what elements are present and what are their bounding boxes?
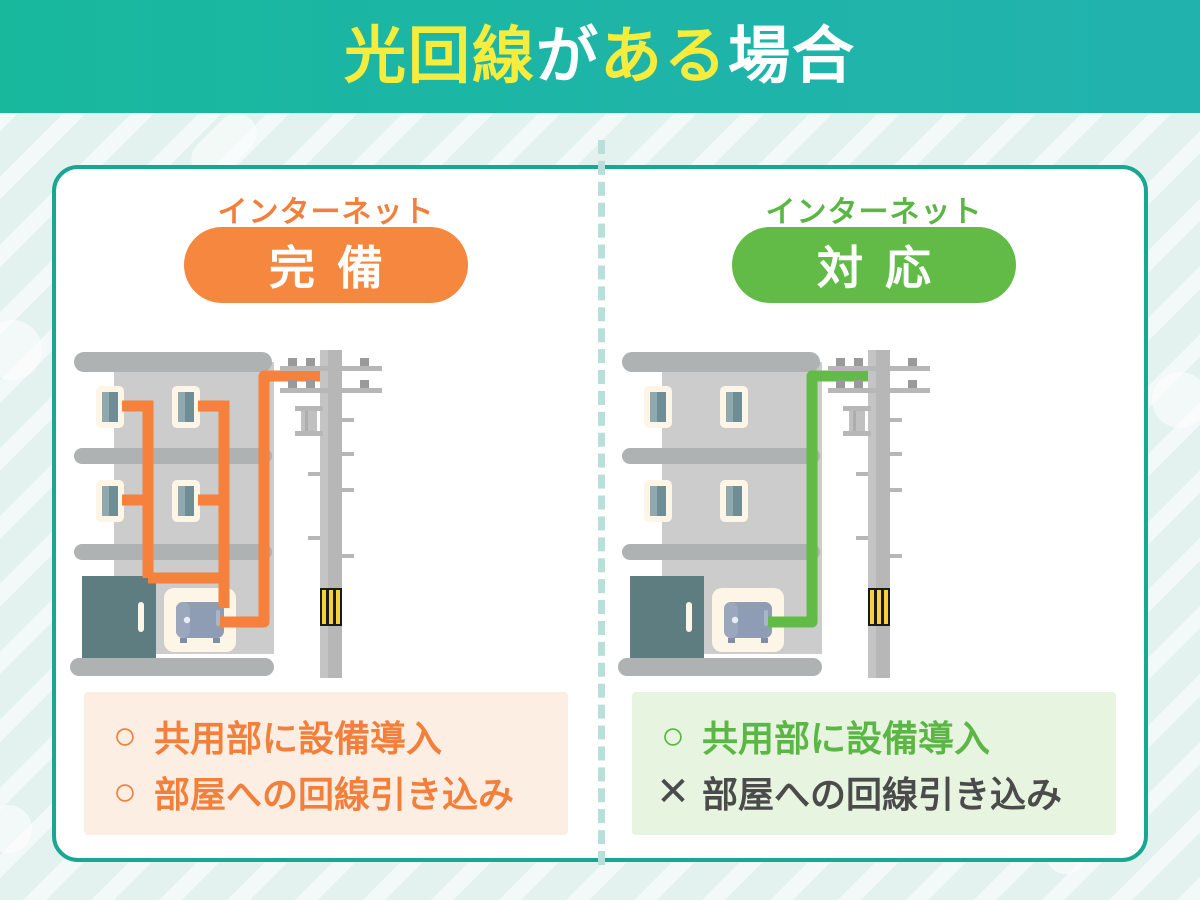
pole-insulator <box>288 358 297 366</box>
caption-box-right: ○ 共用部に設備導入 ✕ 部屋への回線引き込み <box>632 692 1116 835</box>
pole-crossarm <box>280 388 382 393</box>
pole-insulator <box>908 358 917 366</box>
building-door <box>82 576 156 658</box>
panel-right-label: インターネット <box>765 196 983 229</box>
pole-insulator <box>360 358 369 366</box>
fiber-cable-to-rooms <box>122 400 230 608</box>
caption-row: ○ 共用部に設備導入 <box>102 708 568 764</box>
caption-box-left: ○ 共用部に設備導入 ○ 部屋への回線引き込み <box>84 692 568 835</box>
pole-transformer <box>295 406 323 436</box>
pole-step <box>890 452 902 456</box>
pole-step <box>890 554 902 558</box>
pole-step <box>890 418 902 422</box>
caption-text: 共用部に設備導入 <box>702 718 991 759</box>
pole-step <box>308 472 320 476</box>
pole-crossarm <box>828 388 930 393</box>
window <box>720 480 748 522</box>
panel-left-label: インターネット <box>217 196 435 229</box>
cross-mark-icon: ✕ <box>656 770 690 814</box>
pole-step <box>308 536 320 540</box>
pole-step <box>342 488 354 492</box>
window <box>720 386 748 428</box>
building-floor-band <box>74 544 272 560</box>
utility-pole <box>280 350 382 678</box>
building-floor-band <box>74 448 272 464</box>
fiber-drop-cable <box>768 370 890 628</box>
onu-device <box>176 602 224 643</box>
page-title-part: ある <box>600 21 729 91</box>
pole-step <box>856 536 868 540</box>
fiber-drop-cable <box>220 370 342 628</box>
building-floor-band <box>622 544 820 560</box>
page-title-part: 場合 <box>728 21 857 91</box>
pole-insulator <box>836 358 845 366</box>
circle-mark-icon: ○ <box>112 770 138 814</box>
caption-row: ✕ 部屋への回線引き込み <box>650 764 1116 820</box>
pole-crossarm <box>828 366 930 371</box>
window <box>172 480 200 522</box>
window <box>644 386 672 428</box>
window <box>172 386 200 428</box>
background-circle-decoration <box>1152 372 1200 428</box>
door-handle <box>686 602 692 632</box>
building-roof <box>622 352 820 372</box>
building-roof <box>74 352 272 372</box>
onu-device <box>724 602 772 643</box>
panel-internet-kanbi: インターネット 完備 <box>52 165 600 862</box>
door-handle <box>138 602 144 632</box>
pole-insulator <box>288 380 297 388</box>
pole-warning-band <box>868 588 890 626</box>
pole-transformer <box>843 406 871 436</box>
comparison-panels: インターネット 完備 <box>52 165 1148 862</box>
pole-warning-band <box>320 588 342 626</box>
caption-row: ○ 共用部に設備導入 <box>650 708 1116 764</box>
panel-right-badge: 対応 <box>732 227 1016 303</box>
illustration-building-with-room-cables <box>52 340 600 680</box>
page-title-part: が <box>535 21 600 91</box>
pole-insulator <box>854 358 863 366</box>
pole-insulator <box>908 380 917 388</box>
utility-pole <box>828 350 930 678</box>
page-title: 光回線がある場合 <box>344 25 856 88</box>
pole-insulator <box>306 380 315 388</box>
caption-text: 部屋への回線引き込み <box>154 774 515 815</box>
pole-step <box>856 472 868 476</box>
building-base <box>70 658 274 676</box>
pole-insulator <box>360 380 369 388</box>
panel-divider <box>598 140 605 865</box>
pole-insulator <box>836 380 845 388</box>
page-header: 光回線がある場合 <box>0 0 1200 113</box>
window <box>96 386 124 428</box>
building-door <box>630 576 704 658</box>
illustration-building-without-room-cables <box>600 340 1148 680</box>
window <box>96 480 124 522</box>
pole-step <box>342 554 354 558</box>
pole-insulator <box>306 358 315 366</box>
building-floor-band <box>622 448 820 464</box>
pole-step <box>890 488 902 492</box>
circle-mark-icon: ○ <box>660 714 686 758</box>
caption-text: 共用部に設備導入 <box>154 718 443 759</box>
window <box>644 480 672 522</box>
building-base <box>618 658 822 676</box>
caption-text: 部屋への回線引き込み <box>702 774 1063 815</box>
circle-mark-icon: ○ <box>112 714 138 758</box>
panel-internet-taiou: インターネット 対応 <box>600 165 1148 862</box>
pole-crossarm <box>280 366 382 371</box>
panel-left-badge: 完備 <box>184 227 468 303</box>
page-title-part: 光回線 <box>343 21 536 91</box>
pole-insulator <box>854 380 863 388</box>
pole-step <box>342 452 354 456</box>
caption-row: ○ 部屋への回線引き込み <box>102 764 568 820</box>
pole-step <box>342 418 354 422</box>
